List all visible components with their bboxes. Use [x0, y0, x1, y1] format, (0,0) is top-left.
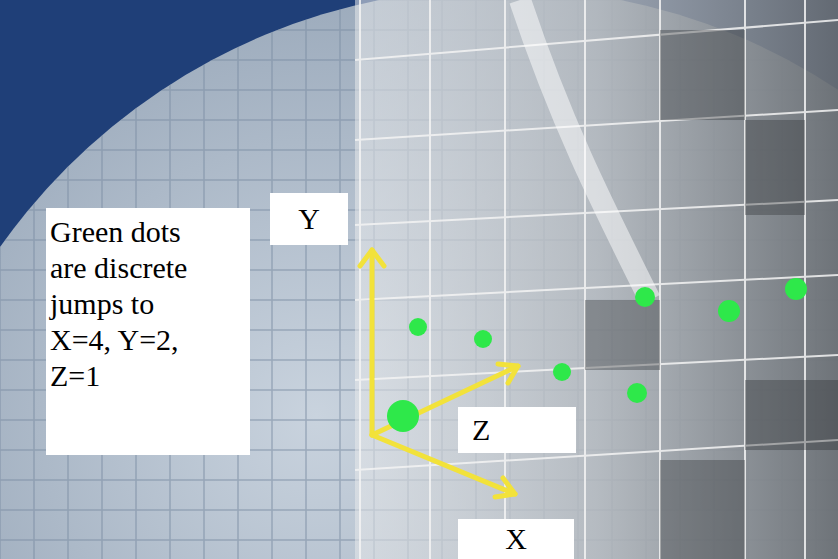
axis-label-box: X — [458, 519, 574, 559]
grid-shadows — [585, 30, 838, 559]
grid-lines — [355, 0, 838, 559]
axis-label-box: Z — [458, 407, 576, 453]
yellow-axes — [360, 250, 518, 497]
reflection — [520, 0, 650, 300]
note-box: Green dots are discrete jumps to X=4, Y=… — [46, 208, 250, 455]
axis-label: Y — [276, 201, 342, 237]
axis-label: Z — [472, 412, 562, 448]
glass-grid — [355, 0, 838, 559]
axis-label-box: Y — [270, 193, 348, 245]
note-text: Green dots are discrete jumps to X=4, Y=… — [50, 214, 210, 394]
axis-label: X — [464, 521, 568, 557]
green-dots — [387, 278, 807, 432]
